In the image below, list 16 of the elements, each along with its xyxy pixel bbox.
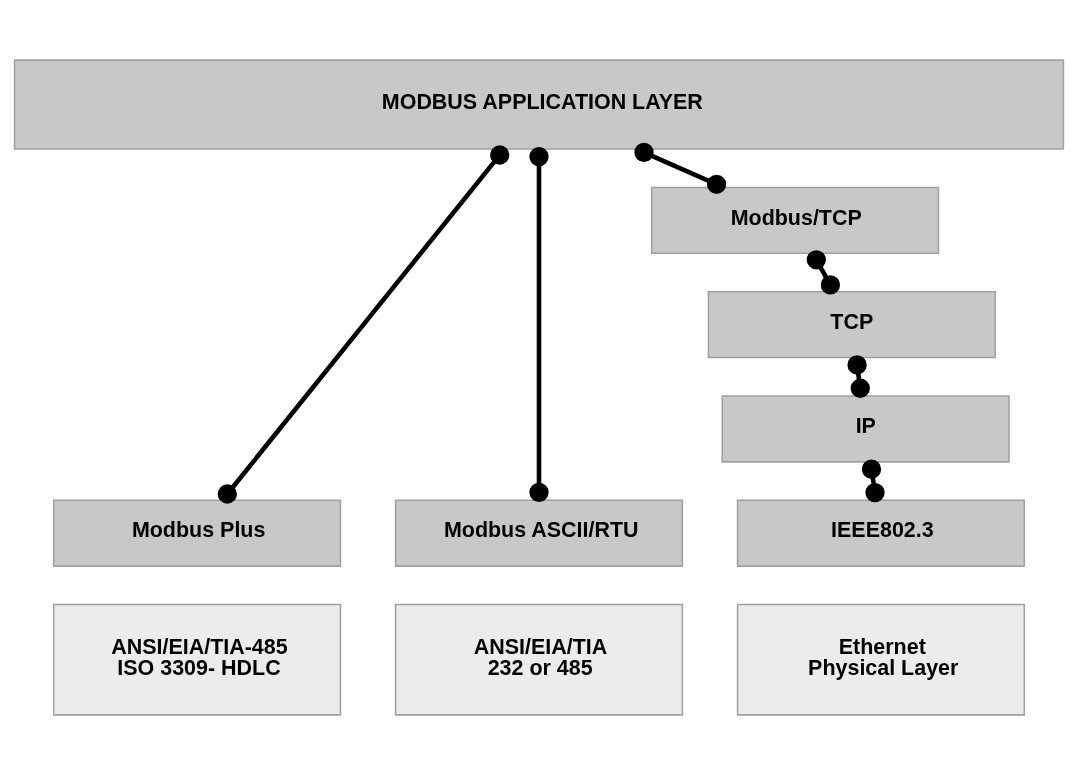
connector xyxy=(806,249,841,295)
connector xyxy=(529,146,549,502)
connector xyxy=(217,144,510,504)
node-box: IEEE802.3 xyxy=(736,498,1026,567)
connector xyxy=(861,459,885,502)
connector xyxy=(847,354,870,398)
node-box: Modbus/TCP xyxy=(650,186,940,254)
node-box: ANSI/EIA/TIA 232 or 485 xyxy=(394,603,684,716)
node-box: ANSI/EIA/TIA-485 ISO 3309- HDLC xyxy=(52,603,342,716)
node-box: IP xyxy=(721,394,1010,463)
node-box: Ethernet Physical Layer xyxy=(736,603,1026,716)
node-box: Modbus ASCII/RTU xyxy=(394,498,684,567)
node-box: Modbus Plus xyxy=(52,498,342,567)
node-box: TCP xyxy=(707,290,996,358)
node-box: MODBUS APPLICATION LAYER xyxy=(13,58,1065,150)
connector xyxy=(634,142,727,194)
